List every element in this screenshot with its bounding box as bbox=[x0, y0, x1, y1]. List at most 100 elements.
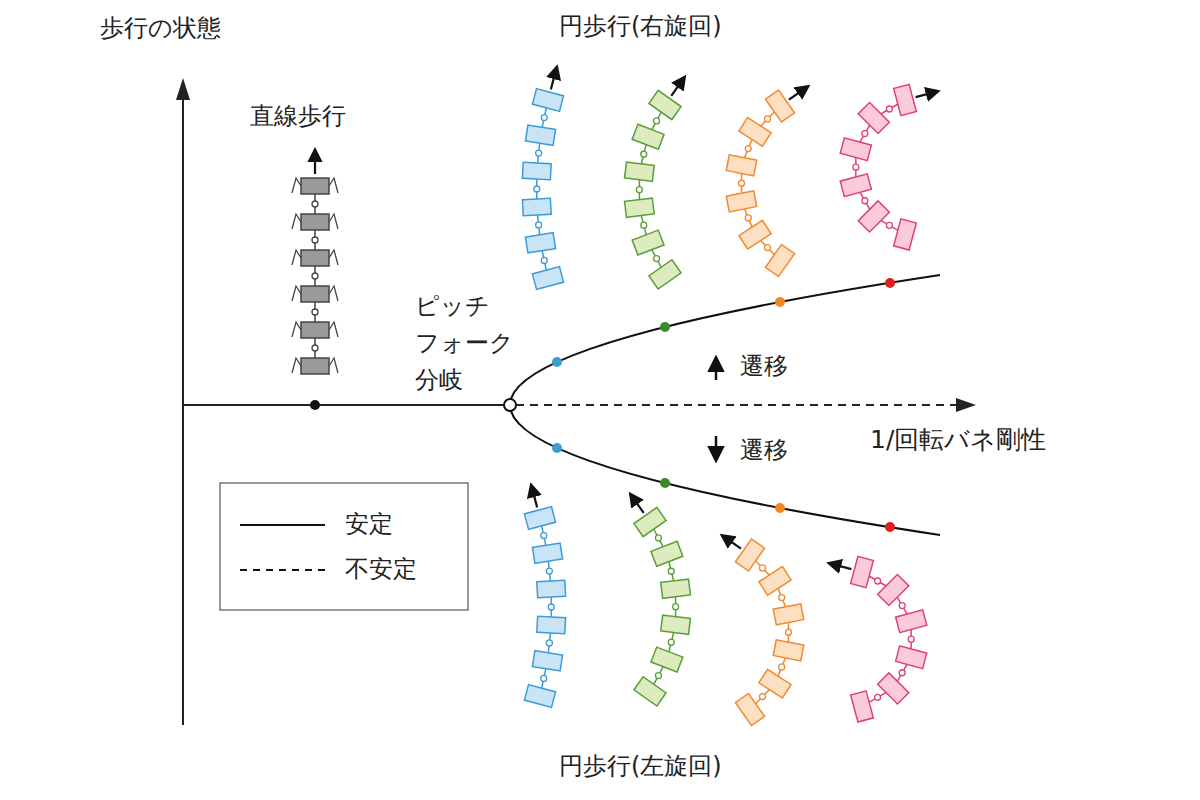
body-segment bbox=[851, 691, 874, 722]
body-segment bbox=[301, 214, 329, 230]
body-segment bbox=[301, 178, 329, 194]
body-segment bbox=[301, 250, 329, 266]
leg bbox=[329, 250, 338, 265]
joint bbox=[541, 115, 547, 121]
heading-arrow bbox=[722, 535, 741, 548]
joint bbox=[785, 629, 791, 635]
joint bbox=[908, 636, 914, 642]
joint bbox=[779, 664, 785, 670]
transition-label: 遷移 bbox=[740, 352, 788, 381]
joint bbox=[636, 187, 642, 193]
state-dot bbox=[552, 443, 562, 453]
body-segment bbox=[894, 219, 917, 250]
leg bbox=[292, 250, 301, 265]
joint bbox=[655, 535, 661, 541]
bifurcation-label: ピッチ フォーク 分岐 bbox=[415, 288, 515, 399]
axis-arrowhead bbox=[176, 78, 190, 100]
body-segment bbox=[878, 673, 909, 704]
body-segment bbox=[634, 677, 666, 706]
body-segment bbox=[632, 230, 664, 255]
state-dot bbox=[775, 503, 785, 513]
joint bbox=[739, 180, 745, 186]
state-label: 直線歩行 bbox=[250, 102, 346, 131]
body-segment bbox=[726, 155, 757, 176]
body-segment bbox=[632, 124, 664, 149]
body-segment bbox=[896, 646, 927, 669]
legend-dashed-line bbox=[240, 569, 325, 571]
legend-solid-line bbox=[240, 524, 325, 526]
joint bbox=[312, 345, 318, 351]
joint bbox=[668, 639, 674, 645]
robot-chains bbox=[292, 67, 938, 725]
state-dot bbox=[660, 478, 670, 488]
heading-arrow bbox=[789, 86, 808, 99]
heading-arrow bbox=[671, 77, 684, 96]
joint bbox=[862, 198, 868, 204]
state-dot bbox=[552, 357, 562, 367]
body-segment bbox=[524, 685, 555, 708]
joint bbox=[641, 222, 647, 228]
leg bbox=[292, 322, 301, 337]
body-segment bbox=[773, 640, 804, 661]
body-segment bbox=[537, 580, 566, 597]
joint bbox=[312, 273, 318, 279]
body-segment bbox=[301, 322, 329, 338]
joint bbox=[641, 151, 647, 157]
joint bbox=[312, 237, 318, 243]
joint bbox=[312, 201, 318, 207]
body-segment bbox=[840, 138, 871, 161]
leg bbox=[329, 286, 338, 301]
body-segment bbox=[858, 102, 889, 133]
joint bbox=[654, 118, 660, 124]
state-dot bbox=[310, 400, 320, 410]
body-segment bbox=[735, 693, 764, 725]
joint bbox=[886, 222, 892, 228]
axis-arrowhead bbox=[956, 398, 976, 412]
stable-branch bbox=[510, 275, 940, 405]
joint bbox=[760, 565, 766, 571]
joint bbox=[779, 595, 785, 601]
leg bbox=[329, 322, 338, 337]
transition-arrow bbox=[715, 436, 718, 460]
joint bbox=[536, 150, 542, 156]
joint bbox=[899, 603, 905, 609]
body-segment bbox=[661, 579, 691, 598]
leg bbox=[292, 286, 301, 301]
body-segment bbox=[522, 162, 551, 179]
leg bbox=[292, 178, 301, 193]
joint bbox=[541, 675, 547, 681]
body-segment bbox=[735, 539, 764, 571]
joint bbox=[899, 670, 905, 676]
joint bbox=[541, 533, 547, 539]
body-segment bbox=[759, 567, 791, 596]
body-segment bbox=[532, 651, 562, 671]
body-segment bbox=[301, 286, 329, 302]
body-segment bbox=[649, 90, 681, 119]
body-segment bbox=[739, 220, 771, 249]
body-segment bbox=[858, 201, 889, 232]
joint bbox=[886, 106, 892, 112]
joint bbox=[536, 222, 542, 228]
joint bbox=[655, 673, 661, 679]
joint bbox=[312, 309, 318, 315]
body-segment bbox=[739, 118, 771, 147]
body-segment bbox=[661, 615, 691, 634]
stable-branch bbox=[510, 405, 940, 535]
legend-text: 安定 bbox=[345, 510, 393, 539]
joint bbox=[764, 245, 770, 251]
state-dot bbox=[885, 278, 895, 288]
joint bbox=[546, 640, 552, 646]
joint bbox=[541, 257, 547, 263]
unstable-branch bbox=[516, 404, 962, 406]
body-segment bbox=[649, 260, 681, 289]
leg bbox=[329, 178, 338, 193]
body-segment bbox=[301, 358, 329, 374]
body-segment bbox=[532, 267, 563, 290]
state-dot bbox=[660, 322, 670, 332]
joint bbox=[534, 186, 540, 192]
joint bbox=[764, 116, 770, 122]
leg bbox=[292, 358, 301, 373]
body-segment bbox=[532, 89, 563, 112]
legend-text: 不安定 bbox=[345, 555, 417, 584]
